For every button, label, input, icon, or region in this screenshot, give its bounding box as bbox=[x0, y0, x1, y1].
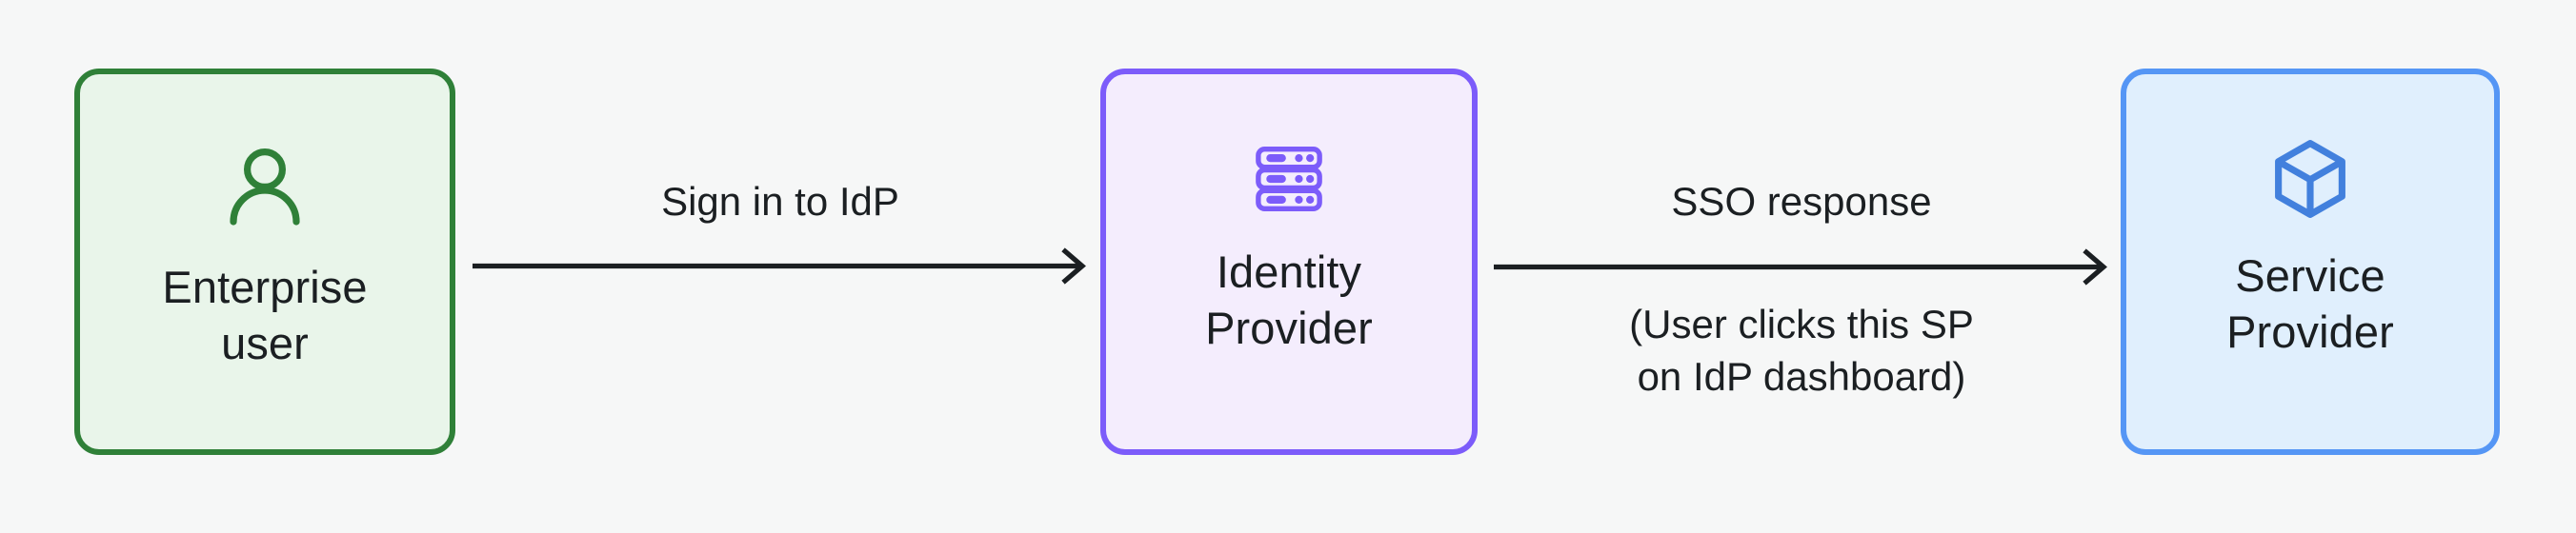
node-identity-provider-label: Identity Provider bbox=[1205, 247, 1373, 353]
user-icon bbox=[219, 141, 311, 232]
edge-sign-in-label: Sign in to IdP bbox=[661, 179, 899, 224]
edge-sign-in-arrow bbox=[467, 246, 1092, 287]
edge-sso-response-label: SSO response bbox=[1671, 179, 1932, 224]
node-identity-provider[interactable]: Identity Provider bbox=[1100, 69, 1478, 455]
edge-sso-response-note: (User clicks this SP on IdP dashboard) bbox=[1629, 302, 1974, 399]
node-enterprise-user[interactable]: Enterprise user bbox=[74, 69, 455, 455]
node-service-provider-label: Service Provider bbox=[2226, 250, 2394, 357]
node-enterprise-user-label: Enterprise user bbox=[162, 262, 368, 368]
cube-icon bbox=[2268, 137, 2352, 221]
server-icon bbox=[1253, 143, 1325, 215]
node-service-provider[interactable]: Service Provider bbox=[2121, 69, 2500, 455]
edge-sso-response-arrow bbox=[1488, 247, 2113, 288]
